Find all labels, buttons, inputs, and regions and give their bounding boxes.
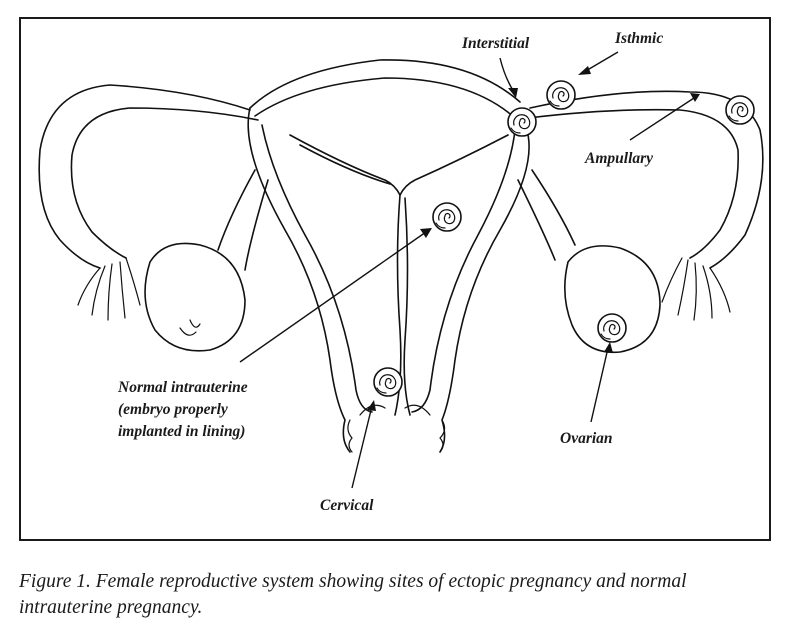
- arrow-ampullary-icon: [629, 93, 700, 141]
- arrow-cervical-icon: [351, 400, 376, 489]
- caption-line1: Figure 1. Female reproductive system sho…: [19, 571, 687, 592]
- embryo-ovarian-icon: [597, 313, 627, 343]
- figure-caption: Figure 1. Female reproductive system sho…: [19, 569, 779, 621]
- embryo-cervical-icon: [373, 367, 403, 397]
- label-ampullary: Ampullary: [584, 150, 653, 167]
- arrow-isthmic-icon: [578, 51, 619, 75]
- left-ovary: [144, 242, 246, 352]
- label-normal-line1: Normal intrauterine: [117, 379, 248, 396]
- embryo-ampullary-icon: [725, 95, 755, 125]
- label-cervical: Cervical: [320, 497, 374, 514]
- label-interstitial: Interstitial: [461, 35, 530, 52]
- left-fallopian-tube: [38, 84, 269, 321]
- embryo-interstitial-icon: [507, 107, 537, 137]
- uterus-outline: [247, 59, 530, 453]
- embryo-normal-icon: [432, 202, 462, 232]
- arrow-ovarian-icon: [590, 342, 613, 423]
- label-normal-line3: implanted in lining): [118, 423, 245, 440]
- embryo-isthmic-icon: [546, 80, 576, 110]
- caption-line2: intrauterine pregnancy.: [19, 597, 203, 618]
- right-fallopian-tube: [517, 90, 764, 321]
- figure-frame: [19, 17, 771, 541]
- right-ovary: [564, 245, 661, 354]
- label-ovarian: Ovarian: [560, 430, 613, 447]
- arrow-normal-icon: [239, 228, 432, 363]
- label-isthmic: Isthmic: [614, 30, 663, 47]
- label-normal-line2: (embryo properly: [118, 401, 228, 418]
- arrow-interstitial-icon: [499, 57, 518, 98]
